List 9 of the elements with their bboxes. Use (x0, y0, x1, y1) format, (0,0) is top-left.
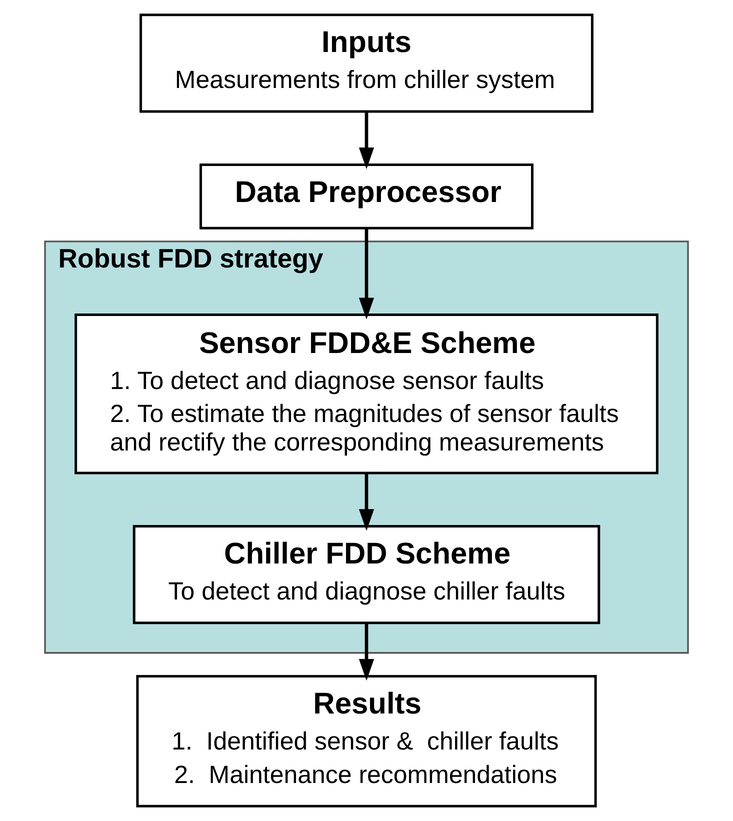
node-box: Inputs Measurements from chiller system (140, 14, 594, 113)
node-box: Data Preprocessor (200, 164, 534, 230)
arrow (358, 623, 374, 681)
arrow (358, 112, 374, 170)
node-box: Results 1. Identified sensor & chiller faults 2. Maintenance recommendations (136, 674, 597, 808)
arrow (358, 473, 374, 531)
arrow (358, 228, 374, 320)
node-box: Chiller FDD Scheme To detect and diagnose chiller faults (132, 525, 600, 624)
node-box: Sensor FDD&E Scheme 1. To detect and diagnose sensor faults 2. To estimate the magnitudes of sensor faults and rectify the corresponding measurements (74, 313, 658, 474)
